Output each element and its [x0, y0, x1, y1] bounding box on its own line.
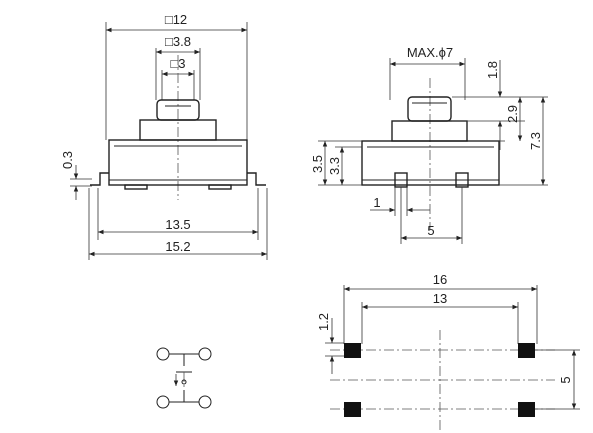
footprint-inner-span-label: 13: [433, 291, 447, 306]
side-view: MAX.ϕ7 1.8 2.9 7.3 3.5 3.3: [310, 45, 548, 244]
footprint-outer-span-label: 16: [433, 272, 447, 287]
front-lead-offset-label: 0.3: [60, 151, 75, 169]
side-body-height-label: 3.5: [310, 155, 325, 173]
footprint-pad-size-label: 1.2: [316, 313, 331, 331]
side-total-height-label: 7.3: [528, 132, 543, 150]
side-stem-height-label: 1.8: [485, 61, 500, 79]
front-view: □12 □3.8 □3 0.3 13.5: [60, 12, 268, 260]
pad-bottom-left: [344, 402, 361, 417]
pad-bottom-right: [518, 402, 535, 417]
pad-top-right: [518, 343, 535, 358]
side-pin-width-label: 1: [373, 195, 380, 210]
side-body-height-inner-label: 3.3: [327, 157, 342, 175]
footprint-view: 16 13 1.2 5: [316, 272, 580, 432]
side-cap-diameter-label: MAX.ϕ7: [407, 45, 453, 60]
front-cap-width-label: □3.8: [165, 34, 191, 49]
switch-schematic-symbol: [156, 347, 212, 409]
side-pin-pitch-label: 5: [427, 223, 434, 238]
side-cap-height-label: 2.9: [505, 105, 520, 123]
footprint-row-pitch-label: 5: [558, 376, 573, 383]
front-body-width-label: 13.5: [165, 217, 190, 232]
front-overall-width-label: 15.2: [165, 239, 190, 254]
front-top-width-label: □12: [165, 12, 187, 27]
pad-top-left: [344, 343, 361, 358]
